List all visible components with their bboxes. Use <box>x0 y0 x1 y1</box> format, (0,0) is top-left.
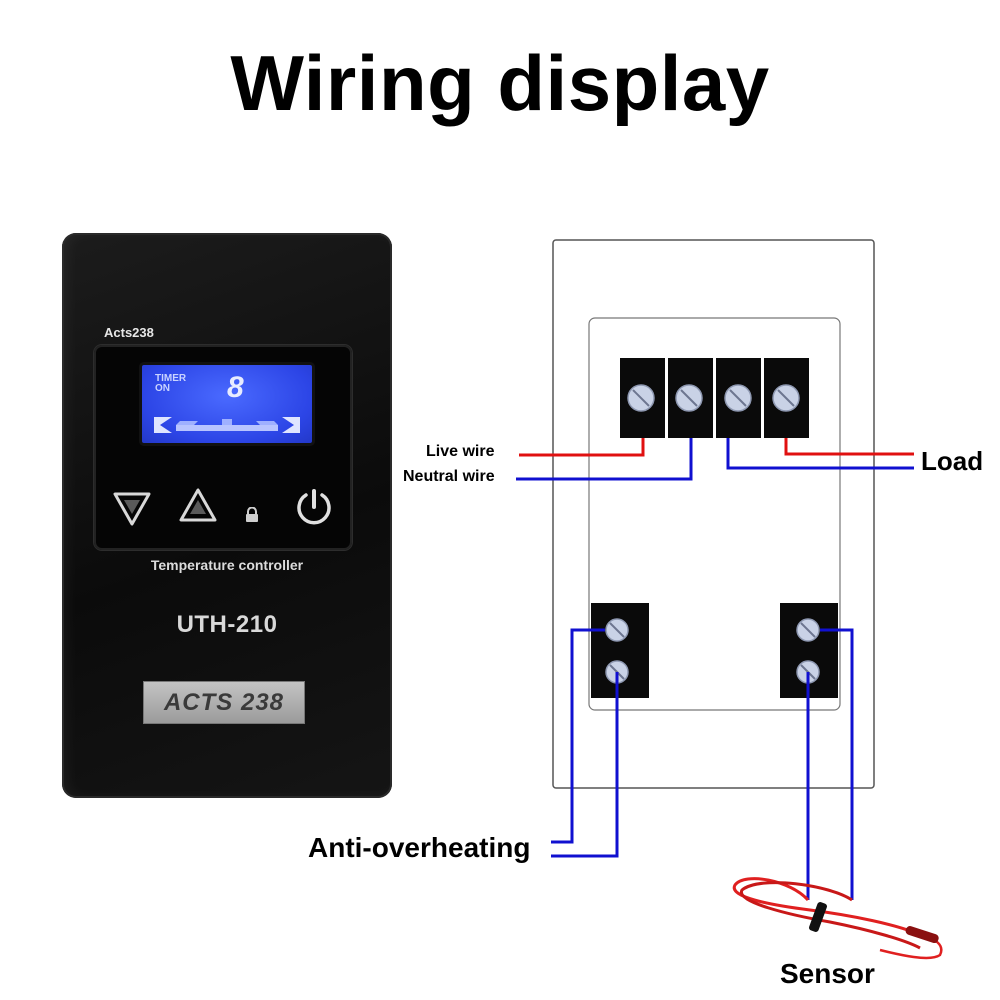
anti-overheating-wire-1 <box>551 628 605 844</box>
up-arrow-icon[interactable] <box>176 483 220 527</box>
lock-icon <box>246 507 258 522</box>
down-arrow-icon[interactable] <box>110 487 154 531</box>
lcd-digit: 8 <box>227 371 244 404</box>
screw-icon <box>605 618 629 642</box>
brand-label: Acts238 <box>104 325 154 340</box>
anti-overheating-wire-2 <box>551 672 619 858</box>
label-live-wire: Live wire <box>426 443 495 460</box>
label-anti-overheating: Anti-overheating <box>308 832 531 863</box>
neutral-wire <box>516 438 693 481</box>
label-neutral-wire: Neutral wire <box>403 468 495 485</box>
screw-icon <box>675 384 703 412</box>
model-number: UTH-210 <box>176 611 278 638</box>
screw-icon <box>796 618 820 642</box>
label-sensor: Sensor <box>780 958 875 989</box>
terminal-block-anti-overheating <box>591 603 649 698</box>
screw-icon <box>724 384 752 412</box>
lcd-line2: ON <box>155 383 170 394</box>
lcd-line1: TIMER <box>155 373 187 384</box>
front-panel: TIMER ON 8 <box>94 345 352 550</box>
screw-icon <box>627 384 655 412</box>
controller-label: Temperature controller <box>150 557 304 573</box>
lcd-timer-text: TIMER ON <box>155 374 186 394</box>
sensor-cable-icon <box>732 877 943 960</box>
terminal-block-top <box>620 358 809 438</box>
load-wire-blue <box>726 438 914 470</box>
thermostat-device: Acts238 TIMER ON 8 <box>62 233 392 798</box>
brand-badge-text: ACTS 238 <box>163 688 285 716</box>
live-wire <box>519 438 645 457</box>
screw-icon <box>772 384 800 412</box>
lcd-level-bar-icon <box>154 417 300 433</box>
load-wire-red <box>784 438 914 456</box>
sensor-wire-1 <box>820 628 854 900</box>
power-icon[interactable] <box>292 485 336 529</box>
label-load: Load <box>921 446 984 476</box>
page-title: Wiring display <box>230 39 770 127</box>
brand-badge: ACTS 238 <box>143 681 305 724</box>
lcd-display: TIMER ON 8 <box>142 365 312 443</box>
